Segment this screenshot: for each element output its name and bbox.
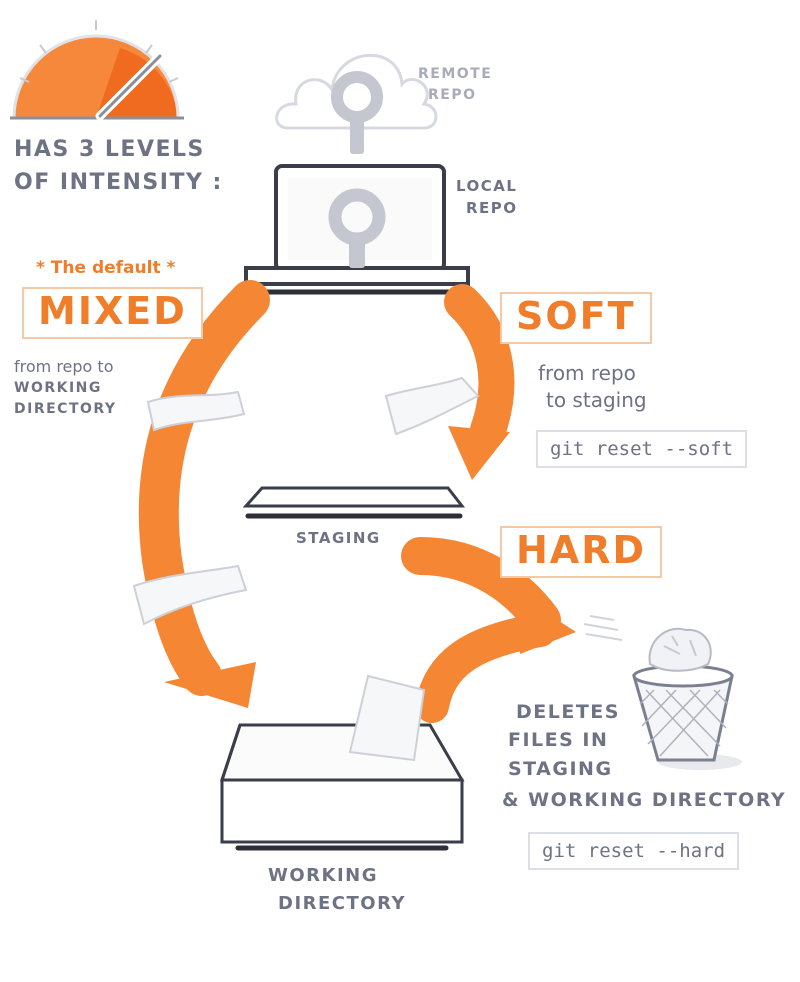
paper-icon — [146, 390, 246, 432]
hard-title: HARD — [500, 526, 663, 578]
working-directory-label-1: Working — [268, 865, 379, 886]
mixed-arrow — [138, 280, 270, 708]
hard-arrow — [401, 537, 576, 723]
hard-desc-line-2: files in — [508, 729, 609, 751]
mixed-desc-line-3: directory — [14, 401, 117, 417]
remote-repo-key-icon — [331, 71, 383, 154]
hard-desc-line-4: & working directory — [502, 789, 787, 811]
hard-command: git reset --hard — [528, 832, 740, 870]
local-repo-label-1: Local — [456, 177, 518, 195]
laptop-icon — [244, 164, 470, 295]
paper-icon — [132, 564, 248, 626]
working-directory-box-icon — [219, 723, 465, 851]
soft-desc-line-2: to staging — [546, 388, 647, 412]
intensity-gauge-icon — [10, 20, 184, 121]
trash-can-icon — [632, 627, 742, 770]
soft-title: SOFT — [500, 292, 652, 344]
paper-icon — [384, 376, 480, 436]
mixed-desc-line-1: from repo to — [14, 357, 114, 376]
default-note: * The default * — [36, 258, 176, 278]
intro-line-2: of intensity : — [14, 170, 223, 195]
local-repo-key-icon — [328, 188, 386, 268]
hard-desc-line-1: Deletes — [516, 701, 620, 723]
mixed-title: MIXED — [22, 287, 203, 339]
remote-repo-label-1: Remote — [418, 66, 493, 82]
soft-command: git reset --soft — [536, 430, 748, 468]
mixed-desc-line-2: working — [14, 380, 102, 396]
hard-desc-line-3: staging — [508, 758, 613, 780]
intro-line-1: Has 3 levels — [14, 137, 205, 162]
staging-label: Staging — [296, 529, 381, 547]
soft-desc-line-1: from repo — [538, 361, 636, 385]
cloud-icon — [275, 53, 438, 130]
working-directory-label-2: Directory — [278, 893, 406, 914]
staging-tray-icon — [242, 486, 466, 519]
remote-repo-label-2: Repo — [428, 87, 477, 103]
motion-lines-icon — [583, 615, 623, 641]
local-repo-label-2: Repo — [466, 199, 518, 217]
soft-arrow — [444, 284, 515, 480]
paper-icon — [348, 674, 426, 762]
